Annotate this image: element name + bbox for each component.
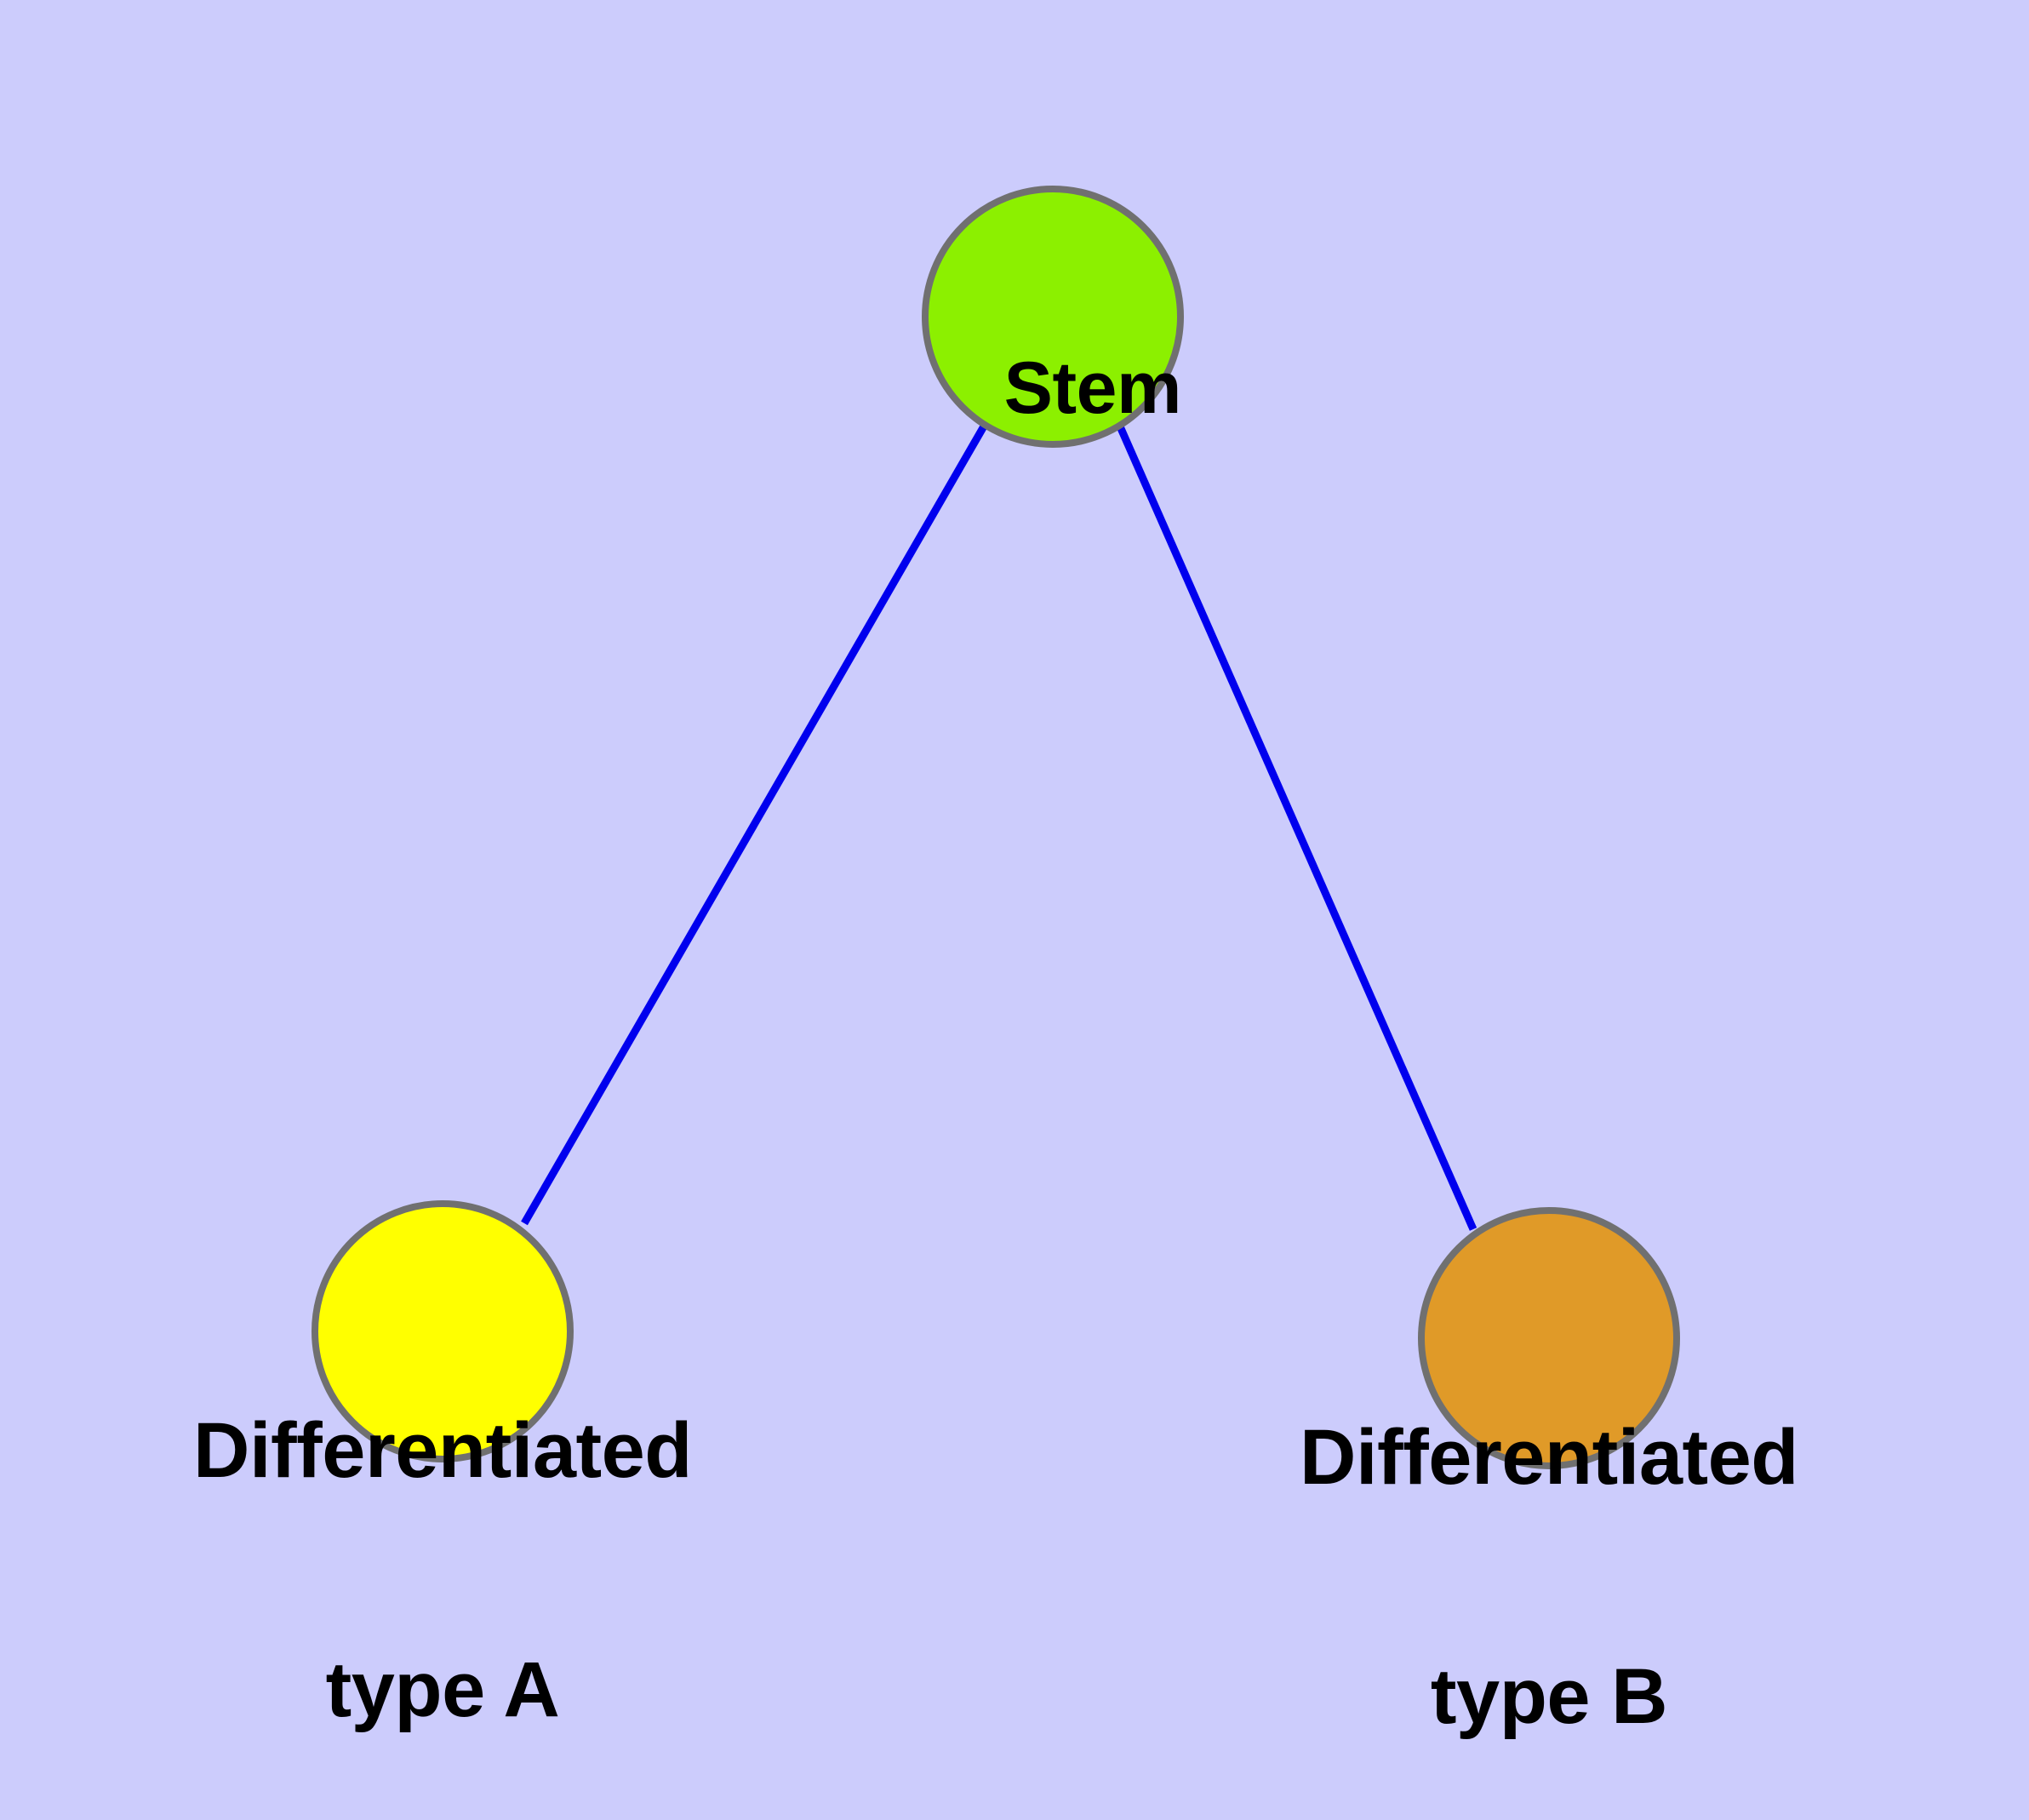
node-layer	[311, 186, 1680, 1469]
edge-stem-to-diff-b[interactable]	[1116, 425, 1477, 1231]
edge-stem-to-diff-a[interactable]	[521, 422, 988, 1226]
node-differentiated-type-a[interactable]	[311, 1200, 574, 1462]
edge-layer	[521, 422, 1477, 1231]
node-differentiated-type-b[interactable]	[1418, 1207, 1680, 1469]
node-stem[interactable]	[922, 186, 1184, 448]
